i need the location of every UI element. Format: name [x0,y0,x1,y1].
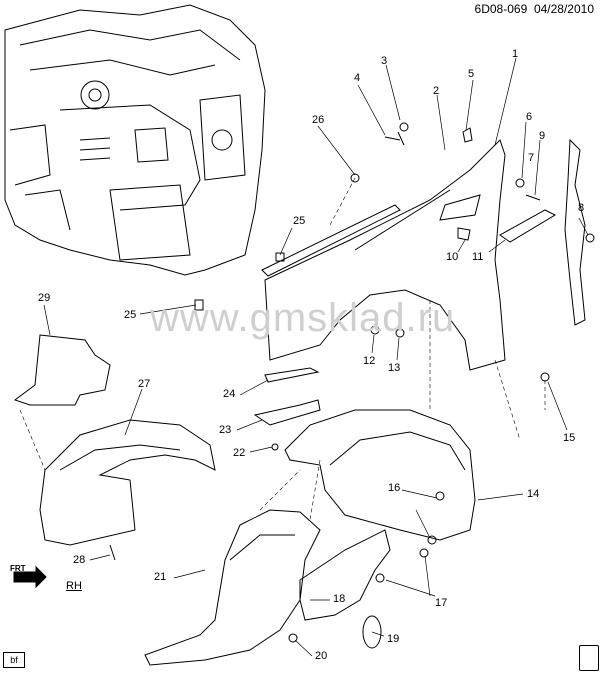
fender-art [264,139,506,371]
diagram-date: 04/28/2010 [533,2,594,16]
bracket-23-art [253,399,321,426]
liner-27-art [39,419,216,546]
bracket-24-art [264,367,320,383]
callout-12: 12 [363,355,376,367]
callout-9: 9 [539,130,546,142]
callout-23: 23 [219,424,232,436]
callout-27: 27 [138,378,151,390]
part-19-art [362,615,382,649]
rear-bracket-art [499,138,586,326]
callout-16: 16 [388,482,401,494]
callout-6: 6 [526,111,533,123]
callout-15: 15 [563,432,576,444]
callout-28: 28 [73,554,86,566]
callout-24: 24 [223,388,236,400]
liner-14-art [284,409,476,541]
callout-18: 18 [333,593,346,605]
callout-17: 17 [435,597,448,609]
leader-lines [43,57,589,657]
front-label: FRT [10,564,26,573]
callout-29: 29 [38,292,51,304]
panel-18-art [299,529,391,621]
orientation-label: RH [66,580,82,592]
callout-25-upper: 25 [293,215,306,227]
callout-19: 19 [387,633,400,645]
callout-25-lower: 25 [124,309,137,321]
construction-lines [19,177,546,521]
callout-26: 26 [312,114,325,126]
corner-tag: bf [3,652,25,668]
callout-3: 3 [381,55,388,67]
front-arrow-icon [13,565,47,589]
callout-21: 21 [154,571,167,583]
callout-22: 22 [233,447,246,459]
callout-7: 7 [528,152,535,164]
callout-4: 4 [354,72,361,84]
callout-5: 5 [468,68,475,80]
callout-14: 14 [527,488,540,500]
callout-8: 8 [578,202,585,214]
callout-11: 11 [472,251,484,263]
diagram-header: 6D08-069 04/28/2010 [475,2,594,16]
seal-strip-art [261,204,401,277]
shield-29-art [13,334,111,406]
diagram-code: 6D08-069 [474,2,528,16]
callout-13: 13 [388,362,401,374]
watermark: www.gmsklad.ru [150,296,456,340]
callout-10: 10 [446,251,459,263]
callout-1: 1 [512,48,519,60]
callout-20: 20 [315,650,328,662]
body-structure-art [4,4,266,276]
book-icon [579,645,599,671]
callout-2: 2 [433,85,440,97]
